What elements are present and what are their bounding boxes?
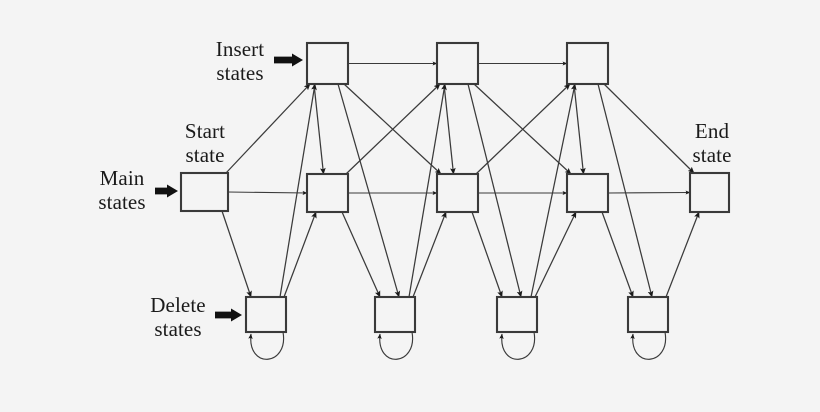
state-node-i1 (305, 41, 350, 86)
edge-d4-to-m4 (665, 211, 700, 298)
state-node-m3 (565, 172, 610, 214)
insert-label-line: Insert (215, 37, 265, 61)
state-node-m1 (305, 172, 350, 214)
edge-layer (221, 61, 700, 298)
edge-i1-to-m1 (313, 83, 326, 175)
edge-m3-to-d4 (601, 211, 634, 298)
edge-i3-to-m4 (603, 83, 695, 174)
state-node-m4 (688, 171, 731, 214)
edge-self-loop-d3 (499, 331, 536, 360)
label-pointer-layer (155, 53, 303, 322)
delete-label-line: Delete (150, 293, 206, 317)
delete-label-pointer-arrow-icon (215, 308, 242, 322)
end-label-line: End (694, 119, 730, 143)
edge-m3-to-m4 (607, 190, 691, 195)
state-node-i2 (435, 41, 480, 86)
edge-i2-to-d3 (467, 83, 523, 298)
edge-d3-to-i3 (530, 83, 577, 298)
state-node-m2 (435, 172, 480, 214)
edge-m0-to-i1 (225, 83, 311, 174)
main-label-pointer-arrow-icon (155, 184, 178, 198)
end-label-line: state (692, 142, 732, 167)
edge-m2-to-d3 (471, 211, 503, 298)
edge-self-loop-d4 (630, 331, 667, 360)
edge-m0-to-d1 (221, 210, 252, 298)
self-loop-layer (248, 331, 667, 360)
delete-label-line: states (154, 316, 202, 341)
start-label-line: Start (184, 119, 226, 143)
edge-m1-to-d2 (341, 211, 381, 298)
state-node-m0 (179, 171, 230, 213)
edge-self-loop-d1 (248, 331, 285, 360)
state-node-d1 (244, 295, 288, 334)
edge-self-loop-d2 (377, 331, 414, 360)
state-node-d4 (626, 295, 670, 334)
main-label-line: states (98, 189, 146, 214)
state-node-d3 (495, 295, 539, 334)
edge-m2-to-i3 (475, 83, 571, 175)
edge-d1-to-i1 (279, 83, 317, 298)
edge-i1-to-d2 (337, 83, 401, 298)
edge-i3-to-m3 (573, 83, 586, 175)
state-node-d2 (373, 295, 417, 334)
edge-d2-to-i2 (408, 83, 447, 298)
main-label-line: Main (99, 166, 145, 190)
state-node-i3 (565, 41, 610, 86)
edge-i2-to-m2 (443, 83, 456, 175)
insert-label-line: states (216, 60, 264, 85)
edge-m0-to-m1 (227, 190, 308, 195)
insert-label-pointer-arrow-icon (274, 53, 303, 67)
node-layer (179, 41, 731, 334)
edge-i3-to-d4 (597, 83, 654, 298)
edge-d2-to-m2 (412, 211, 447, 298)
start-label-line: state (185, 142, 225, 167)
edge-d1-to-m1 (283, 211, 317, 298)
edge-m1-to-i2 (345, 83, 441, 175)
edge-d3-to-m3 (534, 211, 577, 298)
